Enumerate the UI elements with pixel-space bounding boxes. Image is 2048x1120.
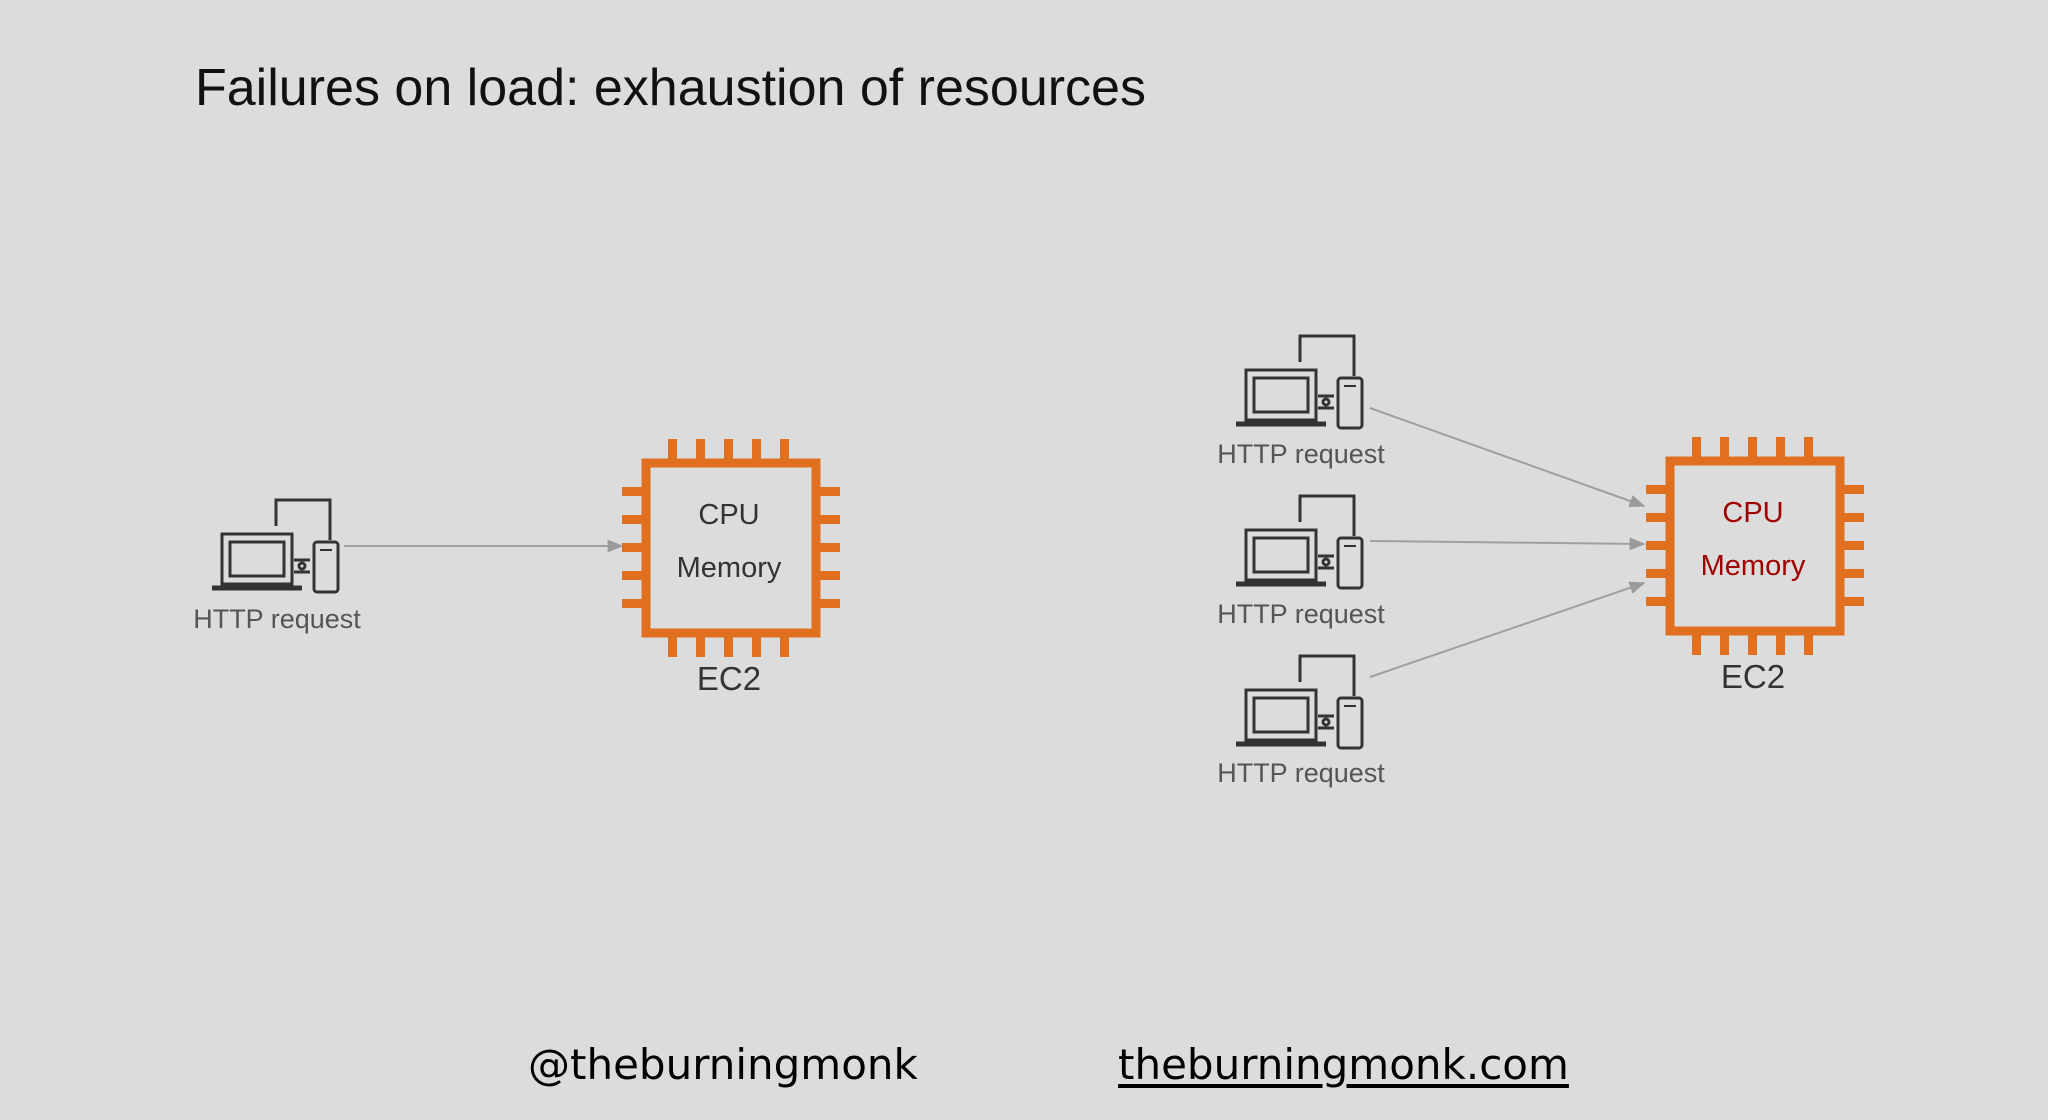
http-request-label: HTTP request bbox=[1217, 758, 1385, 788]
twitter-handle: @theburningmonk bbox=[528, 1040, 918, 1089]
slide-title: Failures on load: exhaustion of resource… bbox=[195, 59, 1146, 117]
http-request-label: HTTP request bbox=[193, 604, 361, 634]
ec2-chip-icon bbox=[1646, 437, 1864, 655]
memory-label: Memory bbox=[677, 552, 782, 584]
left-scenario: HTTP request bbox=[193, 439, 840, 697]
cpu-label-overloaded: CPU bbox=[1722, 497, 1783, 529]
ec2-chip-icon bbox=[622, 439, 840, 657]
client-devices-icon bbox=[212, 500, 338, 592]
http-request-label: HTTP request bbox=[1217, 599, 1385, 629]
right-scenario: HTTP request HTTP request HTTP request bbox=[1217, 336, 1864, 788]
website-link[interactable]: theburningmonk.com bbox=[1118, 1040, 1569, 1089]
client-devices-icon bbox=[1236, 496, 1362, 588]
cpu-label: CPU bbox=[698, 499, 759, 531]
ec2-label: EC2 bbox=[1721, 658, 1785, 695]
client-devices-icon bbox=[1236, 656, 1362, 748]
client-devices-icon bbox=[1236, 336, 1362, 428]
http-request-label: HTTP request bbox=[1217, 439, 1385, 469]
request-arrow bbox=[1369, 581, 1646, 678]
memory-label-overloaded: Memory bbox=[1701, 550, 1806, 582]
ec2-label: EC2 bbox=[697, 660, 761, 697]
request-arrow bbox=[1369, 537, 1646, 551]
request-arrow bbox=[1369, 407, 1646, 508]
